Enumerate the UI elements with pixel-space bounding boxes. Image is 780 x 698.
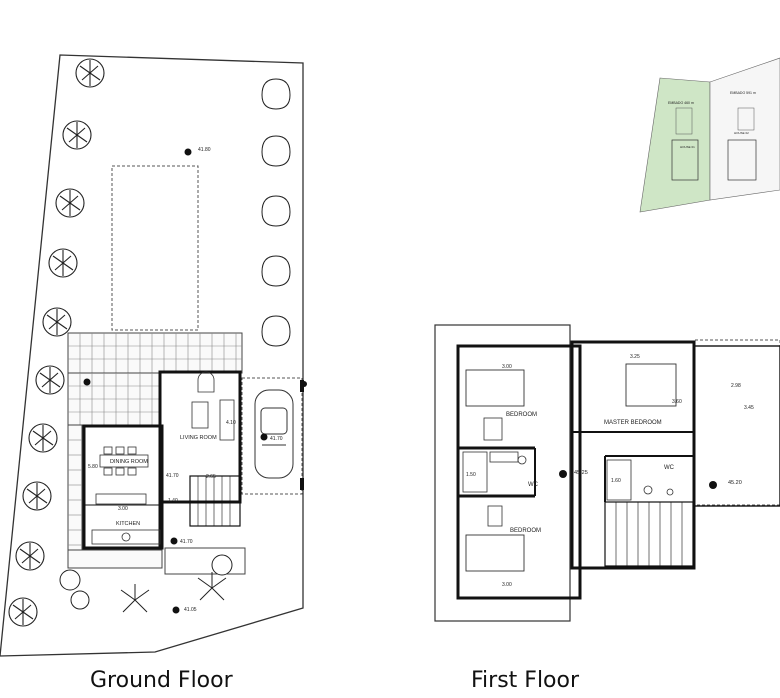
site-highlight [639, 77, 711, 213]
bath-fixtures [462, 417, 674, 527]
bedroom-2-label: BEDROOM [510, 528, 541, 534]
tree-row-left [8, 58, 105, 627]
shrub-icon [70, 590, 90, 610]
living-furniture [191, 371, 235, 441]
tree-icon [48, 248, 78, 278]
tree-icon [62, 120, 92, 150]
wc-2-label: WC [664, 465, 675, 471]
tree-icon [42, 307, 72, 337]
tree-icon [261, 78, 291, 110]
palm-icon [120, 584, 150, 613]
pool-outline [111, 165, 199, 331]
ground-floor-plan: LIVING ROOM DINING ROOM KITCHEN 41.80 41… [0, 54, 307, 657]
entry-steps [164, 547, 246, 575]
wc-1-label: WC [528, 482, 539, 488]
ff-dim-2: 3.25 [630, 354, 640, 360]
hall-level: 45.25 [574, 470, 588, 476]
tree-icon [261, 255, 291, 287]
bed-icon [625, 363, 677, 407]
shrub-icon [59, 569, 81, 591]
gf-dim-2: 2.65 [206, 474, 216, 480]
bed-icon [465, 534, 525, 572]
living-room-label: LIVING ROOM [180, 435, 217, 441]
gf-dim-3: 5.80 [88, 464, 98, 470]
kitchen-label: KITCHEN [116, 521, 140, 527]
tree-icon [28, 423, 58, 453]
parking-area [241, 377, 303, 495]
beds [465, 363, 677, 572]
tree-icon [15, 541, 45, 571]
site-neighbour [709, 57, 780, 201]
garden-level: 41.80 [198, 147, 211, 153]
shrubs-bottom [59, 554, 233, 613]
car [254, 389, 294, 479]
site-house-1: HOUSE 01 [680, 145, 695, 149]
site-label-2: EMBADO 591 m [730, 91, 756, 95]
site-house-2: HOUSE 02 [734, 131, 749, 135]
ff-dim-1: 3.00 [502, 364, 512, 370]
living-level: 41.70 [166, 473, 179, 479]
level-markers-first [559, 470, 717, 489]
ff-dim-6: 1.50 [466, 472, 476, 478]
site-label-1: EMBADO 460 m [668, 101, 694, 105]
ground-floor-caption: Ground Floor [90, 668, 233, 693]
first-floor-walls [456, 340, 780, 600]
tree-icon [35, 365, 65, 395]
bedroom-1-label: BEDROOM [506, 412, 537, 418]
dining-table [99, 446, 149, 476]
site-plan-thumbnail: EMBADO 460 m EMBADO 591 m HOUSE 01 HOUSE… [639, 57, 780, 213]
terrace-level: 45.20 [728, 480, 742, 486]
entry-level: 41.70 [180, 539, 193, 545]
gf-dim-4: 1.40 [168, 498, 178, 504]
tree-icon [261, 195, 291, 227]
palm-icon [197, 572, 227, 601]
ff-dim-5: 3.60 [672, 399, 682, 405]
roof-outline [434, 324, 571, 622]
tree-icon [22, 481, 52, 511]
bed-icon [465, 369, 525, 407]
tree-icon [261, 135, 291, 167]
tree-row-right [261, 78, 291, 347]
first-floor-plan: BEDROOM BEDROOM MASTER BEDROOM WC WC 45.… [434, 324, 780, 622]
tree-icon [8, 597, 38, 627]
terrace-paving [67, 332, 243, 569]
tree-icon [55, 188, 85, 218]
ff-dim-8: 3.00 [502, 582, 512, 588]
shrub-icon [211, 554, 233, 576]
gf-dim-1: 4.10 [226, 420, 236, 426]
tree-icon [75, 58, 105, 88]
ff-dim-4: 3.45 [744, 405, 754, 411]
bottom-level: 41.05 [184, 607, 197, 613]
dining-room-label: DINING ROOM [110, 459, 148, 465]
kitchen-counter [91, 493, 161, 545]
first-floor-caption: First Floor [471, 668, 580, 693]
ff-dim-3: 2.98 [731, 383, 741, 389]
master-bedroom-label: MASTER BEDROOM [604, 420, 662, 426]
gf-dim-5: 3.00 [118, 506, 128, 512]
ff-dim-7: 1.60 [611, 478, 621, 484]
parking-level: 41.70 [270, 436, 283, 442]
tree-icon [261, 315, 291, 347]
wall-posts [300, 380, 304, 490]
